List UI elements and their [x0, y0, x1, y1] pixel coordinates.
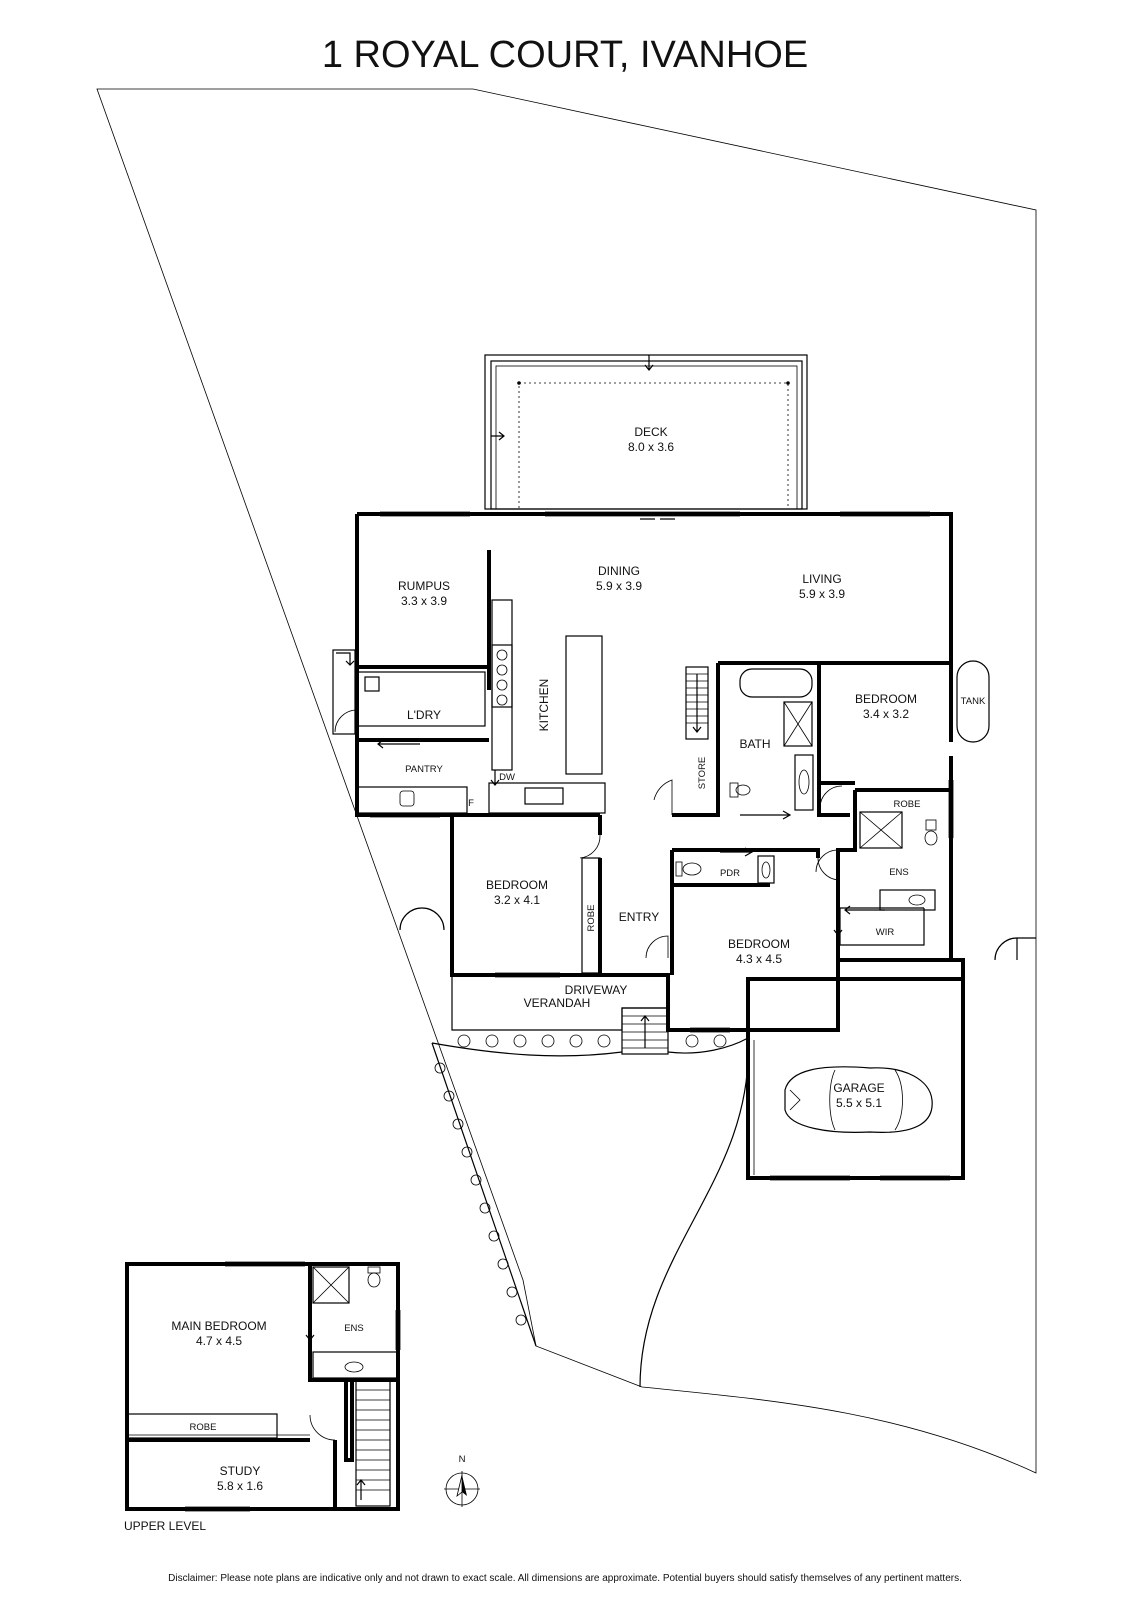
compass-label: N [459, 1454, 466, 1465]
pdr-label: PDR [720, 868, 740, 879]
doors [490, 770, 843, 959]
robe-w-label: ROBE [586, 905, 597, 932]
living-label: LIVING [802, 572, 841, 586]
laundry-label: L'DRY [407, 708, 441, 722]
kitchen-label: KITCHEN [537, 679, 551, 732]
dining-label: DINING [598, 564, 640, 578]
north-compass-icon [444, 1471, 480, 1507]
garden-pavers [431, 1034, 749, 1347]
plan-title: 1 ROYAL COURT, IVANHOE [322, 34, 808, 76]
upper-main-bedroom-label: MAIN BEDROOM [171, 1319, 266, 1333]
laundry-fixtures [332, 649, 486, 814]
upper-main-bedroom-dims: 4.7 x 4.5 [196, 1334, 242, 1348]
robe-w-box [581, 857, 601, 974]
kitchen-counters [488, 599, 606, 814]
disclaimer: Disclaimer: Please note plans are indica… [168, 1573, 962, 1584]
garage-label: GARAGE [833, 1081, 884, 1095]
bath-fixtures [729, 668, 814, 820]
wir-label: WIR [876, 927, 895, 938]
rumpus-dims: 3.3 x 3.9 [401, 594, 447, 608]
bedroom-c-label: BEDROOM [728, 937, 790, 951]
upper-robe-label: ROBE [190, 1422, 217, 1433]
dining-dims: 5.9 x 3.9 [596, 579, 642, 593]
deck-dims: 8.0 x 3.6 [628, 440, 674, 454]
bedroom-w-label: BEDROOM [486, 878, 548, 892]
robe-ne-label: ROBE [894, 799, 921, 810]
ensuite-fixtures [815, 811, 938, 946]
upper-level-label: UPPER LEVEL [124, 1519, 206, 1533]
internal-walls [357, 550, 951, 975]
deck-label: DECK [634, 425, 667, 439]
upper-study-dims: 5.8 x 1.6 [217, 1479, 263, 1493]
ens-label: ENS [889, 867, 909, 878]
verandah-label: VERANDAH [524, 996, 591, 1010]
upper-ens-label: ENS [344, 1323, 364, 1334]
property-boundary [96, 88, 1037, 1474]
garage [746, 958, 965, 1181]
living-dims: 5.9 x 3.9 [799, 587, 845, 601]
driveway-edge [639, 1036, 749, 1388]
store-label: STORE [697, 757, 708, 790]
entry-label: ENTRY [619, 910, 659, 924]
fridge-label: F [468, 798, 474, 809]
tank-label: TANK [961, 696, 986, 707]
bath-label: BATH [739, 737, 770, 751]
rumpus-label: RUMPUS [398, 579, 450, 593]
verandah [451, 975, 669, 1055]
stairs-main [653, 666, 709, 815]
bedroom-w-dims: 3.2 x 4.1 [494, 893, 540, 907]
pantry-label: PANTRY [405, 764, 443, 775]
deck [484, 354, 808, 510]
side-gates [399, 907, 1036, 961]
upper-level-plan [125, 1261, 401, 1512]
upper-study-label: STUDY [220, 1464, 261, 1478]
bedroom-ne-label: BEDROOM [855, 692, 917, 706]
tank [956, 660, 990, 743]
driveway-label: DRIVEWAY [565, 983, 628, 997]
bedroom-ne-dims: 3.4 x 3.2 [863, 707, 909, 721]
powder-room [675, 847, 775, 884]
garage-dims: 5.5 x 5.1 [836, 1096, 882, 1110]
dishwasher-label: DW [499, 772, 515, 783]
bedroom-c-dims: 4.3 x 4.5 [736, 952, 782, 966]
